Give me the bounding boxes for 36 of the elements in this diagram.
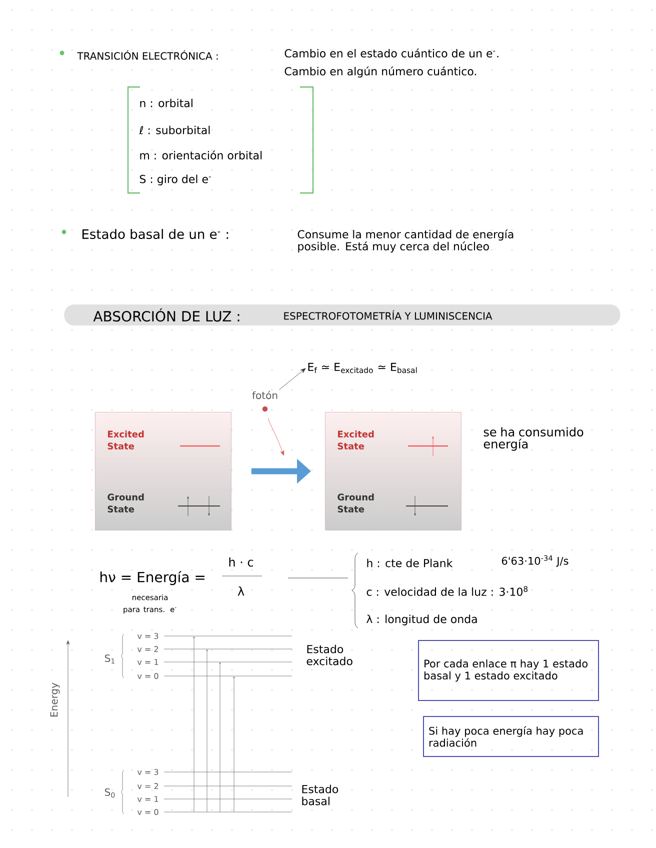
- note-text: Cambio en algún número cuántico.: [284, 66, 476, 78]
- note-box: Si hay poca energía hay poca radiación: [423, 716, 599, 757]
- formula-text: hν = Energía =: [100, 570, 204, 586]
- heading-band: ABSORCIÓN DE LUZ : ESPECTROFOTOMETRÍA Y LUMINISCENCIA: [64, 304, 620, 326]
- formula-text: 6'63·10$^{-34}$ J/s: [502, 555, 568, 567]
- note-box: Por cada enlace π hay 1 estado basal y 1 estado excitado: [418, 640, 599, 701]
- bracket-list: n : orbital ℓ : suborbital m : orientación orbital S : giro del e$^{-}$: [127, 86, 314, 194]
- state-box: Excited State Ground State: [95, 412, 232, 530]
- level-label: v = 0: [137, 672, 158, 680]
- note-text: Cambio en el estado cuántico de un e$^{-}$.: [284, 48, 498, 58]
- list-item: c : velocidad de la luz : 3·10$^{8}$: [366, 586, 528, 596]
- state-box: Excited State Ground State: [325, 412, 462, 530]
- level-label: v = 2: [137, 783, 158, 789]
- level-label: v = 3: [137, 632, 158, 640]
- level-note: Estado excitado: [306, 644, 352, 666]
- heading: Estado basal de un e$^{-}$ :: [82, 228, 228, 240]
- formula-text: E$_{f}$ ≃ E$_{excitado}$ ≃ E$_{basal}$: [308, 362, 417, 374]
- arrow: [279, 368, 306, 390]
- formula-text: h · c: [229, 557, 254, 567]
- note-text: se ha consumido energía: [484, 427, 584, 451]
- arrow: [268, 418, 284, 456]
- list-item: h : cte de Plank: [367, 558, 453, 568]
- photon-label: fotón: [252, 390, 278, 400]
- level-label: v = 2: [137, 646, 158, 652]
- level-note: Estado basal: [302, 784, 338, 806]
- heading: TRANSICIÓN ELECTRÓNICA :: [77, 50, 218, 60]
- list-item: λ : longitud de onda: [366, 614, 477, 626]
- state-label: S$_{0}$: [105, 788, 115, 798]
- level-label: v = 0: [137, 808, 158, 816]
- state-label: S$_{1}$: [105, 654, 114, 664]
- axis-label: Energy: [50, 682, 60, 717]
- level-label: v = 1: [137, 659, 158, 665]
- formula-text: λ: [238, 586, 244, 596]
- level-label: v = 3: [137, 768, 158, 776]
- level-label: v = 1: [137, 796, 158, 802]
- note-text: Consume la menor cantidad de energía posible. Está muy cerca del núcleo: [298, 229, 514, 253]
